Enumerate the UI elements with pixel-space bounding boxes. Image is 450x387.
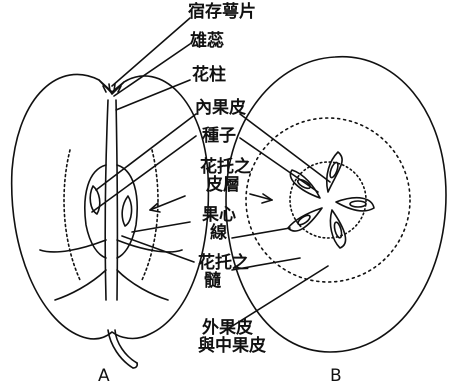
label-core-line-line2: 線 [202,225,236,243]
carpel-star [288,152,374,248]
label-receptacle-cortex-line2: 皮層 [200,177,251,195]
label-seed: 種子 [202,128,236,146]
leader-seed-a [92,136,196,212]
panel-label-a: A [98,366,110,386]
label-receptacle-pith: 花托之 髓 [198,255,249,291]
leader-pith [122,236,194,262]
core-line-a [64,150,158,280]
label-stamen: 雄蕊 [190,33,224,51]
label-receptacle-cortex: 花托之 皮層 [200,159,251,195]
label-style: 花柱 [192,67,226,85]
stem [108,330,137,368]
arrow-cortex-a [150,196,185,210]
seed-a-lower [122,196,131,226]
panel-label-b: B [330,366,342,386]
label-core-line: 果心 線 [202,207,236,243]
leader-core-line-a [132,222,190,232]
label-calyx: 宿存萼片 [188,4,256,22]
label-exocarp-line2: 與中果皮 [198,338,266,356]
stem-tip [133,363,137,368]
leader-style [116,80,190,110]
label-endocarp: 內果皮 [195,100,246,118]
leader-core-line-b [232,228,290,238]
label-exocarp: 外果皮 與中果皮 [198,320,266,356]
vascular-branches [40,240,182,300]
apple-b-outline [226,57,446,352]
label-receptacle-pith-line2: 髓 [198,273,249,291]
apple-a-outline [12,74,209,339]
leader-endocarp-a [96,114,196,190]
